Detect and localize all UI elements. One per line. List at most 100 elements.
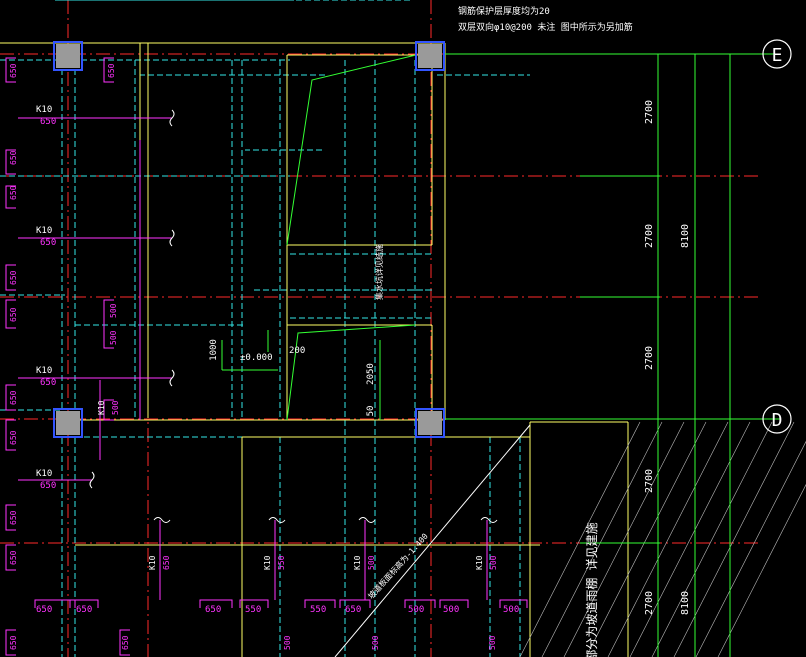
label-500-v-b: 500 xyxy=(111,400,120,415)
hatch-line-4 xyxy=(607,421,729,657)
dim-bracket-9 xyxy=(5,629,16,656)
label-650-v-6: 650 xyxy=(9,430,18,445)
dim-50: 50 xyxy=(366,406,376,417)
label-k10-b-3: K10 xyxy=(475,555,484,570)
label-k10-0: K10 xyxy=(36,105,52,115)
rebar-lines xyxy=(5,57,528,656)
dim-2050: 2050 xyxy=(366,363,376,385)
label-k10-b-0: K10 xyxy=(148,555,157,570)
stair-line-1 xyxy=(286,54,417,246)
dim-2700-e: 2700 xyxy=(644,591,655,615)
dim-bracket-11 xyxy=(103,299,114,349)
column-outline-0 xyxy=(53,41,83,71)
dimension-lines xyxy=(221,53,780,657)
dim-bracket-h-4 xyxy=(304,599,336,608)
label-bottom-v-2: 500 xyxy=(371,635,380,650)
dim-bracket-12 xyxy=(103,399,114,421)
hatch-area xyxy=(334,421,806,657)
hatch-line-9 xyxy=(717,484,806,657)
column-2 xyxy=(56,411,80,435)
label-650-v-3: 650 xyxy=(9,270,18,285)
rebar-hook-v-1 xyxy=(268,517,286,523)
label-650-v-7: 650 xyxy=(9,510,18,525)
dim-bracket-7 xyxy=(5,504,16,531)
label-k10-b-1: K10 xyxy=(263,555,272,570)
rebar-hook-v-0 xyxy=(153,517,171,523)
column-outline-1 xyxy=(415,41,445,71)
rebar-hook-h-2 xyxy=(169,369,175,387)
rebar-hook-h-1 xyxy=(169,229,175,247)
axis-label-d: D xyxy=(772,410,783,431)
columns xyxy=(53,41,445,438)
label-k10-650-0: 650 xyxy=(40,117,56,127)
note-region: 此部分为坡道雨棚 详见建施 xyxy=(584,522,599,657)
label-bottom-v-3: 500 xyxy=(488,635,497,650)
hatch-line-1 xyxy=(541,421,663,657)
note-sump: 集水坑详见结施 xyxy=(374,244,384,300)
dim-bracket-h-3 xyxy=(239,599,269,608)
rebar-hook-v-3 xyxy=(480,517,498,523)
label-bottom-v-1: 500 xyxy=(283,635,292,650)
hatch-line-7 xyxy=(673,421,795,657)
axis-label-e: E xyxy=(772,45,783,66)
rebar-labels: K10650K10650K10650K106506506506506506506… xyxy=(9,63,519,650)
stair-line-2 xyxy=(286,324,416,421)
label-bottom-8: 500 xyxy=(503,605,519,615)
dim-2700-c: 2700 xyxy=(644,346,655,370)
label-500-v-0: 500 xyxy=(109,303,118,318)
hatch-line-3 xyxy=(585,421,707,657)
label-650-v-8: 650 xyxy=(9,550,18,565)
dim-bracket-10 xyxy=(103,57,114,83)
dim-bracket-h-7 xyxy=(439,599,469,608)
dim-bracket-5 xyxy=(5,384,16,411)
axis-bubble-e[interactable]: E xyxy=(762,39,792,69)
label-k10-v: K10 xyxy=(97,400,106,415)
label-650-v-5: 650 xyxy=(9,390,18,405)
label-bottom-4: 550 xyxy=(310,605,326,615)
label-bottom-1: 650 xyxy=(76,605,92,615)
rebar-hook-h-0 xyxy=(169,109,175,127)
dim-bracket-h-0 xyxy=(34,599,76,608)
label-k10-3: K10 xyxy=(36,469,52,479)
dim-bracket-6 xyxy=(5,419,16,451)
label-bottom-6: 500 xyxy=(408,605,424,615)
hatch-line-8 xyxy=(695,440,806,657)
label-k10-650-1: 650 xyxy=(40,238,56,248)
column-3 xyxy=(418,411,442,435)
label-b-val-0: 650 xyxy=(162,555,171,570)
dim-200: 200 xyxy=(289,346,305,356)
axis-bubble-d[interactable]: D xyxy=(762,404,792,434)
label-b-val-3: 500 xyxy=(489,555,498,570)
label-500-v-1: 500 xyxy=(109,330,118,345)
dim-bracket-8 xyxy=(5,544,16,571)
hatch-line-0 xyxy=(519,421,641,657)
label-k10-2: K10 xyxy=(36,366,52,376)
dim-bracket-h-1 xyxy=(69,599,99,608)
ramp-diagonal xyxy=(334,424,531,657)
label-b-val-2: 500 xyxy=(367,555,376,570)
beam-lines xyxy=(0,42,629,657)
axis-lines xyxy=(0,0,760,657)
label-650-v-9: 650 xyxy=(9,635,18,650)
dim-bracket-1 xyxy=(5,149,16,175)
dim-bracket-h-2 xyxy=(199,599,233,608)
column-outline-3 xyxy=(415,408,445,438)
label-bottom-2: 650 xyxy=(205,605,221,615)
dashed-beam-lines xyxy=(0,0,530,657)
dim-bracket-h-5 xyxy=(339,599,371,608)
label-k10-650-3: 650 xyxy=(40,481,56,491)
label-bottom-3: 550 xyxy=(245,605,261,615)
label-650-v-2: 650 xyxy=(9,185,18,200)
label-k10-1: K10 xyxy=(36,226,52,236)
column-outline-2 xyxy=(53,408,83,438)
label-650-v-10: 650 xyxy=(107,63,116,78)
note-elevation: ±0.000 xyxy=(240,353,273,363)
label-bottom-0: 650 xyxy=(36,605,52,615)
dim-2700-b: 2700 xyxy=(644,224,655,248)
rebar-hook-h-3 xyxy=(89,471,95,489)
label-bottom-v-0: 650 xyxy=(121,635,130,650)
dim-2700-a: 2700 xyxy=(644,100,655,124)
hatch-line-5 xyxy=(629,421,751,657)
label-bottom-5: 650 xyxy=(345,605,361,615)
